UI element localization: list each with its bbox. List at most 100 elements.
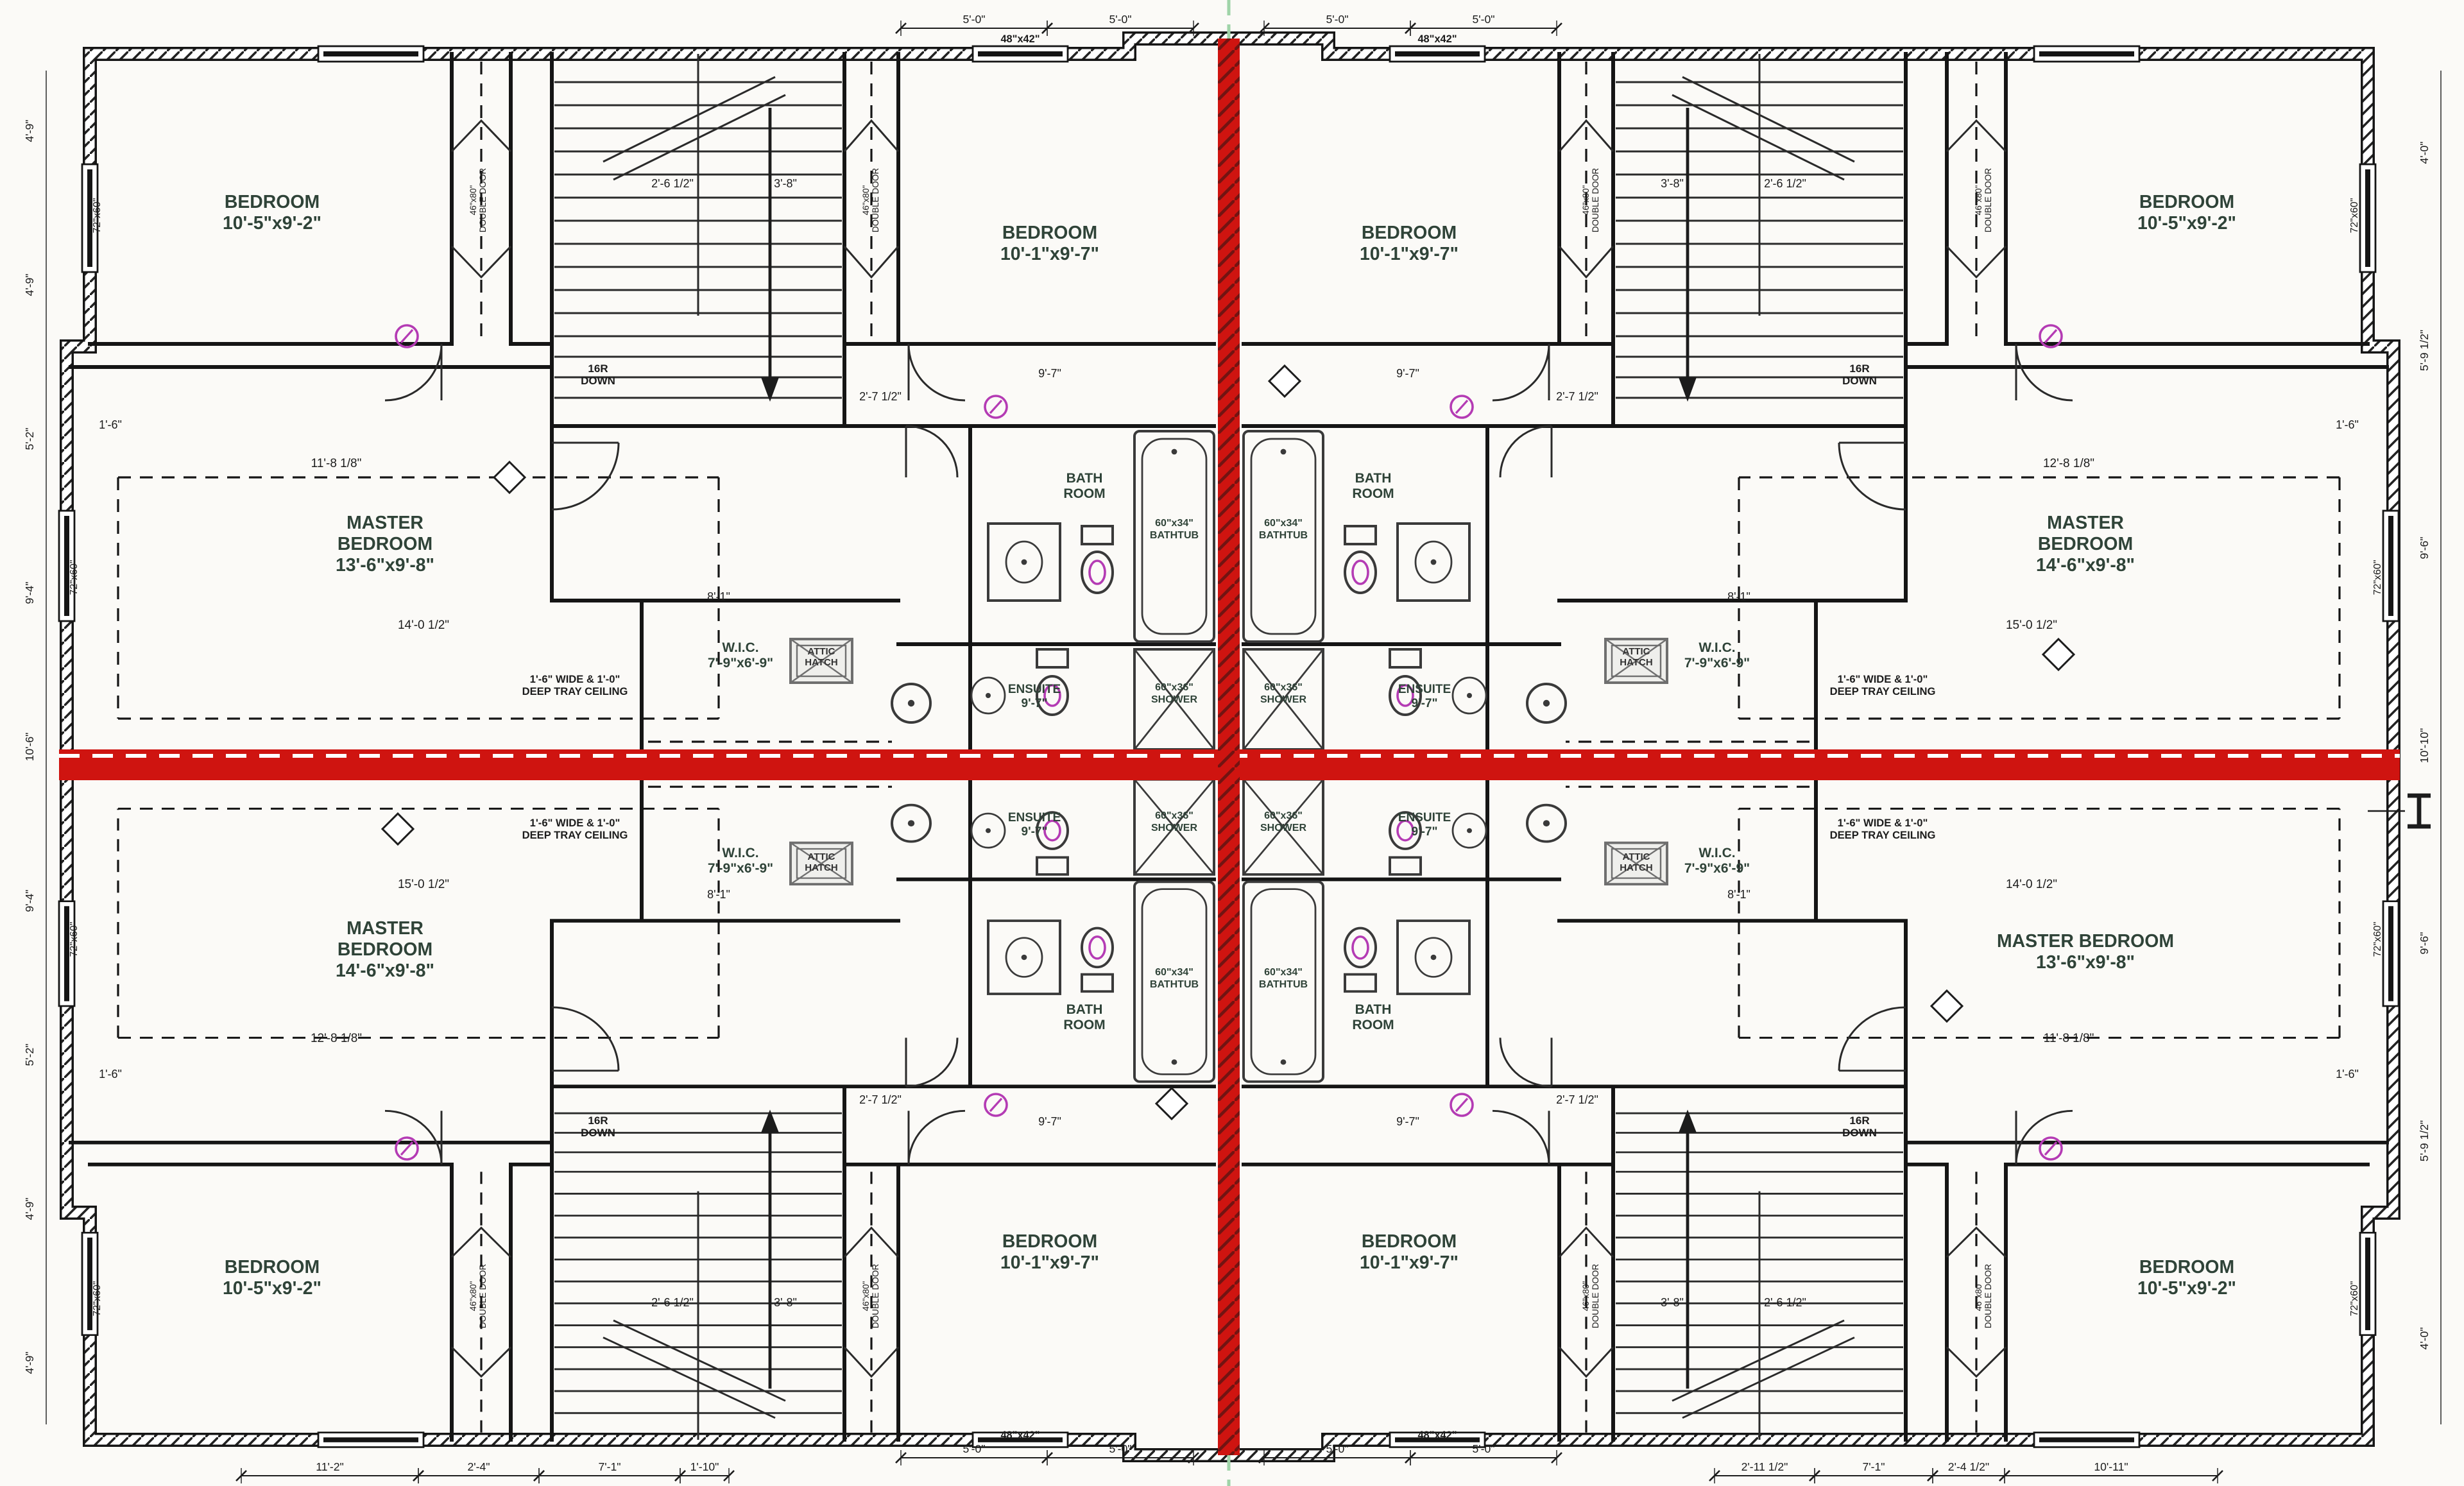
double-door-label: 46"x80"DOUBLE DOOR [468,1264,488,1329]
window-size-label: 72"x60" [2372,560,2383,595]
dimension-label: 9'-7" [1038,367,1061,380]
double-door-label: 46"x80"DOUBLE DOOR [1974,168,1993,233]
tray-ceiling-note: 1'-6" WIDE & 1'-0"DEEP TRAY CEILING [1830,673,1936,697]
switch-symbol-icon [395,1136,419,1161]
window-size-label: 72"x60" [92,198,103,234]
dimension-label: 1'-10" [690,1460,719,1473]
dimension-label: 1'-6" [2336,418,2359,431]
wic-label: W.I.C.7'-9"x6'-9" [708,846,773,876]
dimension-label: 2'-4 1/2" [1948,1460,1989,1473]
dimension-label: 2'-6 1/2" [651,177,694,190]
dimension-label: 3'-8" [774,177,797,190]
dimension-label: 5'-0" [1472,13,1494,26]
dimension-label: 1'-6" [99,418,122,431]
window-size-label: 48"x42" [1417,33,1457,45]
dimension-label: 11'-2" [316,1460,344,1473]
switch-symbol-icon [1450,395,1474,419]
window-size-label: 72"x60" [2372,922,2383,957]
double-door-label: 46"x80"DOUBLE DOOR [468,168,488,233]
double-door-label: 46"x80"DOUBLE DOOR [1581,168,1600,233]
dimension-label: 4'-9" [23,1197,36,1220]
dimension-label: 15'-0 1/2" [2006,619,2057,632]
steel-beam-icon [2368,793,2431,829]
dimension-label: 2'-4" [467,1460,490,1473]
dimension-label: 4'-9" [23,273,36,296]
tray-ceiling-note: 1'-6" WIDE & 1'-0"DEEP TRAY CEILING [1830,817,1936,841]
dimension-label: 2'-6 1/2" [1764,177,1806,190]
schedule-tag-diamond-icon [381,812,415,846]
firewall-lines [59,38,2400,1455]
window-size-label: 72"x60" [2349,198,2360,234]
dimension-label: 5'-0" [1472,1442,1494,1455]
tray-ceiling-note: 1'-6" WIDE & 1'-0"DEEP TRAY CEILING [522,817,628,841]
dimension-label: 11'-8 1/8" [2044,1032,2094,1045]
dimension-label: 8'-1" [707,888,730,901]
schedule-tag-diamond-icon [1929,989,1964,1023]
bathtub-label: 60"x34"BATHTUB [1259,518,1308,541]
double-door-label: 46"x80"DOUBLE DOOR [1974,1264,1993,1329]
shower-label: 60"x36"SHOWER [1151,810,1197,833]
shower-label: 60"x36"SHOWER [1260,682,1306,705]
dimension-label: 9'-7" [1396,1115,1419,1128]
dimension-label: 4'-0" [2418,141,2431,164]
dimension-label: 10'-6" [23,733,36,762]
dimension-label: 9'-6" [2418,536,2431,559]
dimension-label: 9'-4" [23,581,36,604]
switch-symbol-icon [2039,324,2063,348]
window-size-label: 72"x60" [69,560,80,595]
shower-label: 60"x36"SHOWER [1151,682,1197,705]
schedule-tag-diamond-icon [2041,637,2076,672]
dimension-label: 1'-6" [99,1068,122,1080]
dimension-label: 7'-1" [1862,1460,1885,1473]
switch-symbol-icon [2039,1136,2063,1161]
dimension-label: 12'-8 1/8" [2043,457,2094,470]
dimension-label: 8'-1" [1727,888,1750,901]
dimension-label: 5'-0" [963,1442,985,1455]
bathtub-label: 60"x34"BATHTUB [1150,967,1199,990]
dimension-label: 5'-9 1/2" [2418,330,2431,371]
switch-symbol-icon [1450,1093,1474,1117]
bathtub-label: 60"x34"BATHTUB [1259,967,1308,990]
dimension-label: 2'-11 1/2" [1741,1460,1788,1473]
dimension-label: 8'-1" [1727,590,1750,603]
dimension-label: 3'-8" [774,1296,797,1309]
dimension-label: 5'-0" [1326,13,1348,26]
window-size-label: 72"x60" [69,922,80,957]
dimension-label: 9'-7" [1396,367,1419,380]
dimension-label: 11'-8 1/8" [311,457,362,470]
dimension-label: 14'-0 1/2" [2006,878,2057,891]
dimension-label: 4'-9" [23,119,36,142]
dimension-label: 9'-4" [23,889,36,912]
dimension-label: 15'-0 1/2" [398,878,449,891]
switch-symbol-icon [984,1093,1008,1117]
window-size-label: 72"x60" [2349,1281,2360,1317]
wic-label: W.I.C.7'-9"x6'-9" [1684,640,1750,670]
wic-label: W.I.C.7'-9"x6'-9" [708,640,773,670]
dimension-label: 2'-7 1/2" [859,1093,902,1106]
switch-symbol-icon [395,324,419,348]
dimension-label: 4'-9" [23,1351,36,1374]
double-door-label: 46"x80"DOUBLE DOOR [861,1264,880,1329]
bathtub-label: 60"x34"BATHTUB [1150,518,1199,541]
dimension-label: 5'-0" [1326,1442,1348,1455]
dimension-label: 5'-0" [1109,13,1131,26]
dimension-label: 10'-10" [2418,728,2431,764]
schedule-tag-diamond-icon [1267,364,1302,398]
